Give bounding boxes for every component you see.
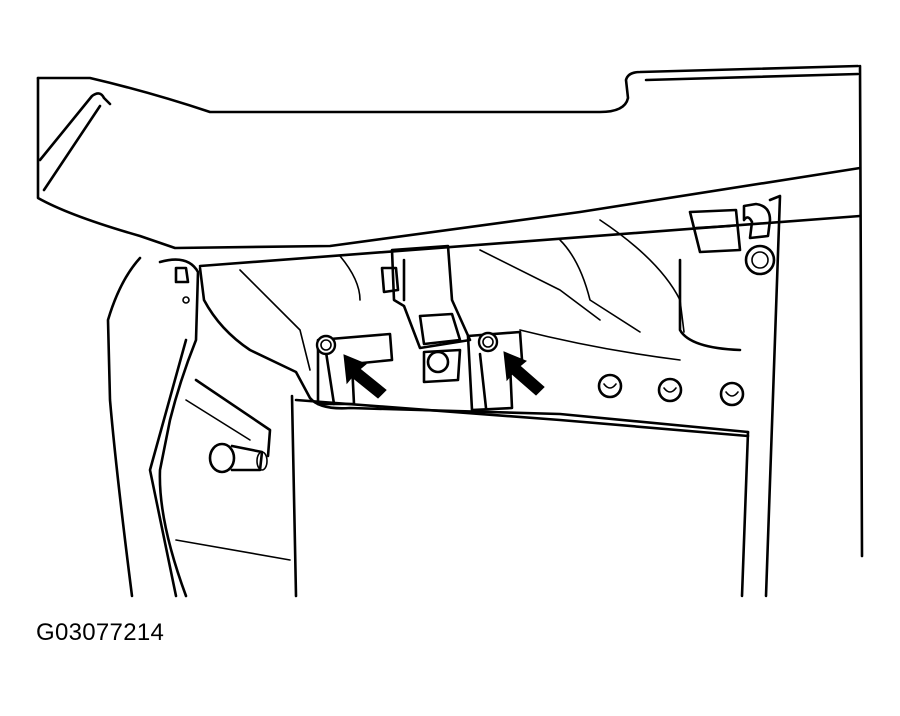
arrow-icon	[343, 354, 387, 399]
figure-id-label: G03077214	[36, 619, 165, 646]
arrow-icon	[503, 351, 545, 396]
dashboard-upper-panel	[36, 64, 864, 558]
clip-hole	[657, 377, 683, 403]
left-bolt-head	[315, 334, 337, 356]
lower-left-rod	[175, 378, 291, 561]
right-mount-bracket	[466, 330, 524, 412]
right-bracket-hardware	[678, 202, 776, 352]
glove-box-cavity	[198, 194, 862, 598]
right-bolt-head	[477, 331, 499, 353]
center-latch-bracket	[380, 244, 472, 384]
left-side-panel	[106, 256, 200, 598]
clip-hole	[719, 381, 745, 407]
clip-hole	[597, 373, 623, 399]
clip-holes	[597, 373, 745, 407]
